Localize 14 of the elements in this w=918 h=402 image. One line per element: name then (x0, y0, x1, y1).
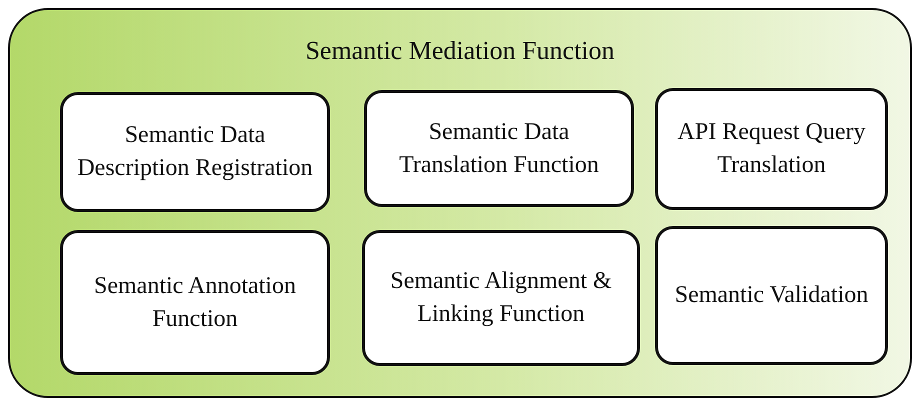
box-label: Semantic Annotation Function (93, 272, 297, 334)
box-label: Semantic Validation (674, 281, 870, 310)
function-box (362, 230, 640, 366)
box-label: Semantic Data Translation Function (398, 118, 600, 180)
function-box (655, 88, 888, 210)
group-panel (8, 8, 912, 398)
box-label: Semantic Alignment & Linking Function (389, 267, 613, 329)
function-box (60, 230, 330, 375)
function-box (60, 92, 330, 212)
function-box (364, 90, 634, 207)
box-label: API Request Query Translation (676, 118, 866, 180)
panel-title: Semantic Mediation Function (304, 36, 616, 66)
box-label: Semantic Data Description Registration (76, 121, 314, 183)
function-box (655, 226, 888, 365)
